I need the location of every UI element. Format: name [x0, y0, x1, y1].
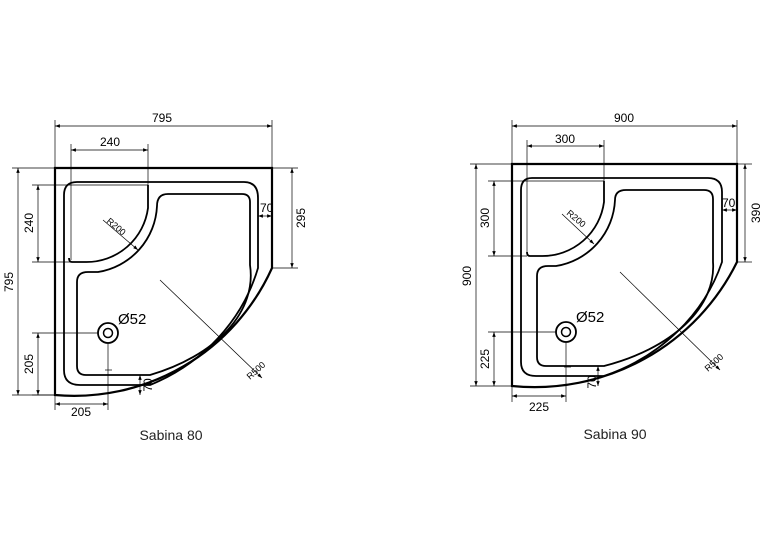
- side-dimension: 295: [294, 208, 308, 228]
- seat-width-dimension: 240: [100, 135, 120, 149]
- radius-label: R500: [703, 352, 726, 374]
- seat-depth-dimension: 300: [478, 208, 492, 228]
- drain-y-dimension: 205: [22, 354, 36, 374]
- drain-x-dimension: 205: [71, 405, 91, 419]
- basin-outline: [76, 193, 252, 376]
- side-dimension: 390: [749, 203, 763, 223]
- rim-dimension: 70: [722, 196, 736, 210]
- drain-y-dimension: 225: [478, 349, 492, 369]
- tray-sabina-80: Ø52 795 240 795 240 205 205 70: [2, 111, 308, 443]
- drain-label: Ø52: [118, 311, 146, 328]
- seat-outline: [68, 185, 149, 263]
- seat-depth-dimension: 240: [22, 213, 36, 233]
- width-dimension: 900: [614, 111, 634, 125]
- rim-dimension: 70: [260, 201, 274, 215]
- basin-outline: [536, 189, 715, 367]
- seat-radius-label: R200: [105, 216, 128, 237]
- width-dimension: 795: [152, 111, 172, 125]
- caption: Sabina 90: [583, 426, 646, 442]
- seat-outline: [526, 181, 605, 257]
- drain-icon: [97, 322, 119, 344]
- seat-radius-label: R200: [565, 208, 588, 229]
- tray-rim: [63, 181, 259, 386]
- rim-bottom-dimension: 70: [141, 378, 155, 392]
- caption: Sabina 80: [139, 427, 202, 443]
- seat-width-dimension: 300: [555, 132, 575, 146]
- depth-dimension: 900: [460, 266, 474, 286]
- rim-bottom-dimension: 70: [585, 375, 599, 389]
- tray-outline: [53, 166, 274, 397]
- tray-outline: [510, 162, 739, 389]
- depth-dimension: 795: [2, 272, 16, 292]
- drain-x-dimension: 225: [529, 400, 549, 414]
- radius-label: R500: [245, 360, 268, 382]
- drain-label: Ø52: [576, 309, 604, 326]
- drain-icon: [555, 321, 577, 343]
- tray-sabina-90: Ø52 900 300 900 300 225 225 70: [460, 111, 763, 442]
- tray-rim: [520, 177, 723, 377]
